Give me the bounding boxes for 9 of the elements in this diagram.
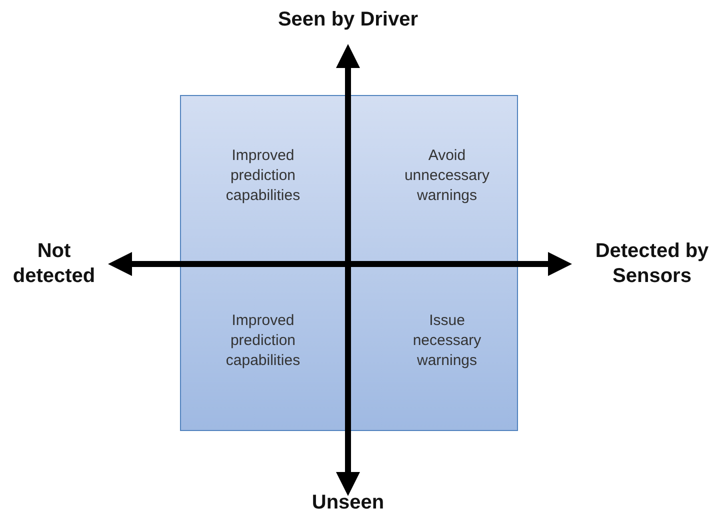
- quadrant-text: Improved prediction capabilities: [224, 311, 302, 371]
- quadrant-box: [180, 95, 518, 431]
- axis-label: Detected by Sensors: [594, 239, 710, 289]
- axis-label: Unseen: [310, 490, 386, 516]
- quadrant-text: Improved prediction capabilities: [224, 146, 302, 206]
- axis-label: Seen by Driver: [276, 8, 420, 32]
- quadrant-text: Avoid unnecessary warnings: [403, 146, 491, 206]
- axis-label: Not detected: [12, 239, 96, 289]
- quadrant-text: Issue necessary warnings: [412, 311, 482, 371]
